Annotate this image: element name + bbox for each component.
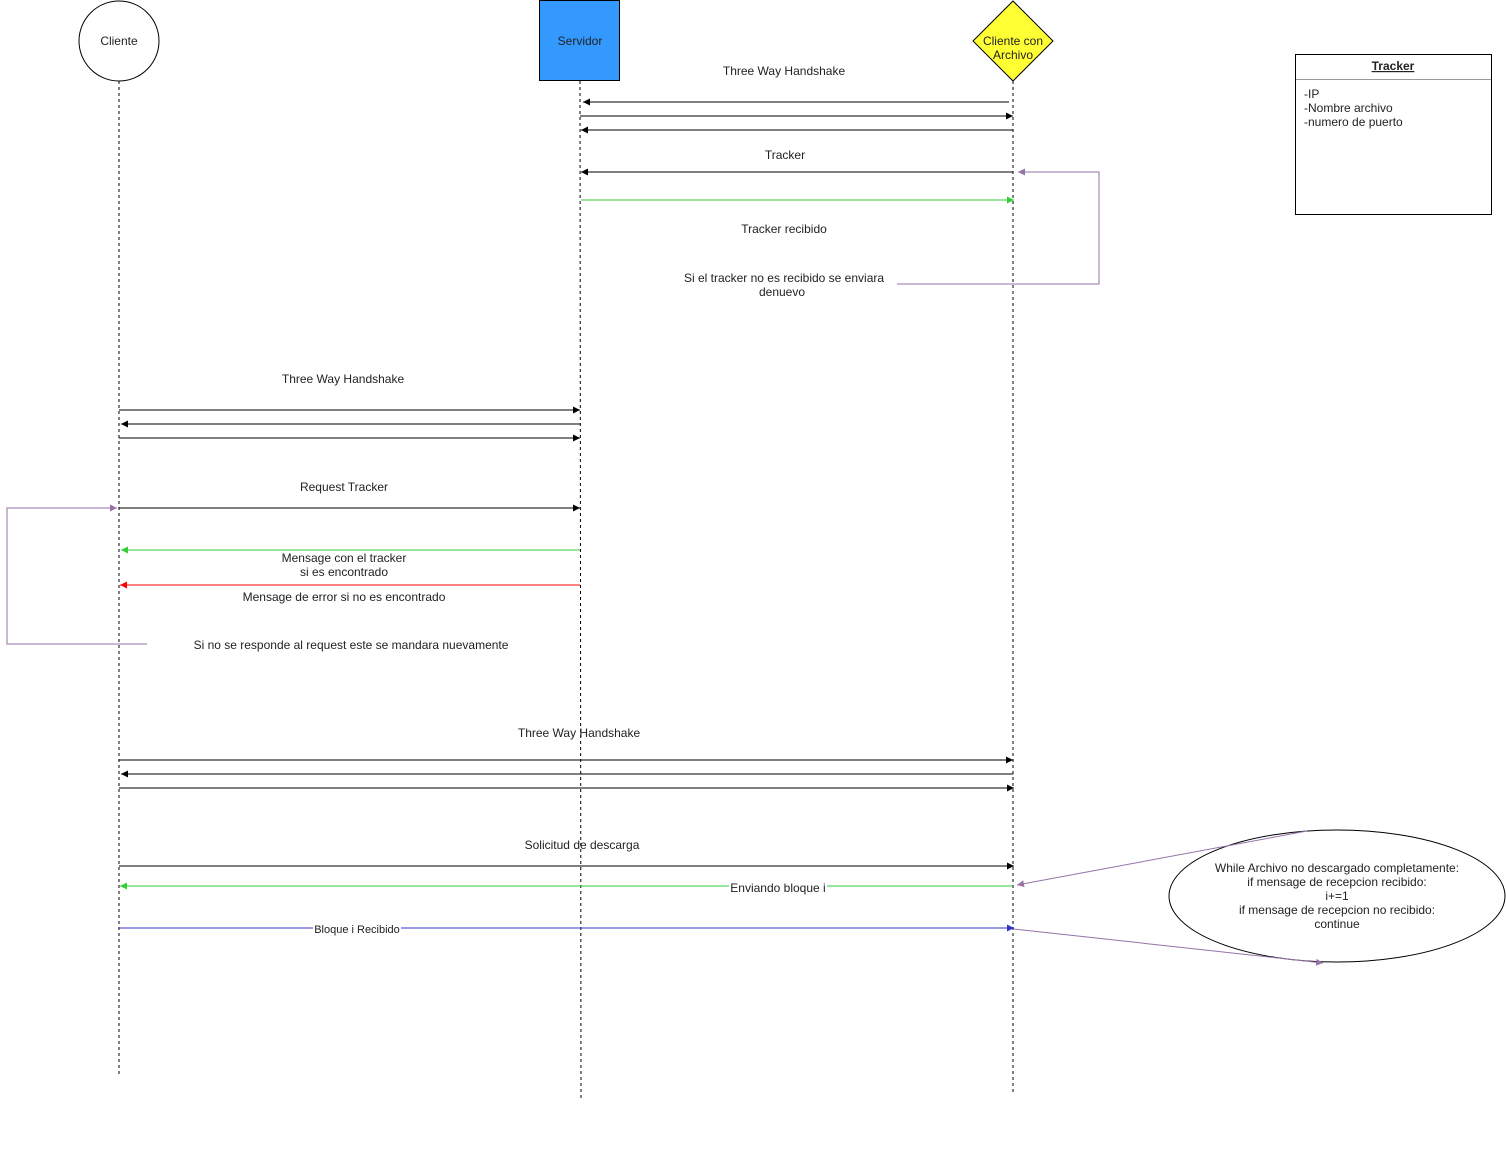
loop-note-line5: continue bbox=[1314, 917, 1360, 931]
label-tracker: Tracker bbox=[765, 148, 805, 162]
label-mensaje-error: Mensage de error si no es encontrado bbox=[243, 590, 446, 604]
label-bloque-recibido: Bloque i Recibido bbox=[314, 924, 400, 936]
actor-cliente-archivo-label-line1: Cliente con bbox=[983, 34, 1043, 48]
label-mensaje-tracker-line2: si es encontrado bbox=[300, 565, 388, 579]
connector-loop-to-enviando bbox=[1016, 830, 1308, 888]
loop-note-line3: i+=1 bbox=[1325, 889, 1349, 903]
tracker-field-nombre: -Nombre archivo bbox=[1304, 101, 1393, 115]
label-tracker-retry-line1: Si el tracker no es recibido se enviara bbox=[684, 271, 884, 285]
arrow-request-retry bbox=[6, 504, 147, 645]
actor-servidor-label: Servidor bbox=[558, 34, 603, 48]
tracker-field-puerto: -numero de puerto bbox=[1304, 115, 1403, 129]
label-request-retry: Si no se responde al request este se man… bbox=[194, 638, 509, 652]
actor-cliente-archivo[interactable]: Cliente con Archivo bbox=[972, 0, 1054, 82]
connector-bloque-to-loop bbox=[1013, 928, 1324, 966]
tracker-box-title: Tracker bbox=[1372, 59, 1415, 73]
tracker-box[interactable]: Tracker -IP -Nombre archivo -numero de p… bbox=[1295, 54, 1492, 215]
label-handshake-3: Three Way Handshake bbox=[518, 726, 641, 740]
label-enviando-bloque: Enviando bloque i bbox=[730, 881, 825, 895]
label-handshake-1: Three Way Handshake bbox=[723, 64, 846, 78]
tracker-field-ip: -IP bbox=[1304, 87, 1319, 101]
loop-note-line1: While Archivo no descargado completament… bbox=[1215, 861, 1459, 875]
arrow-tracker-retry bbox=[897, 168, 1100, 285]
lifeline-servidor bbox=[579, 80, 582, 1101]
actor-cliente[interactable]: Cliente bbox=[78, 0, 160, 82]
actor-cliente-archivo-label-line2: Archivo bbox=[993, 48, 1033, 62]
label-request-tracker: Request Tracker bbox=[300, 480, 388, 494]
label-solicitud: Solicitud de descarga bbox=[525, 838, 640, 852]
label-handshake-2: Three Way Handshake bbox=[282, 372, 405, 386]
label-tracker-recibido: Tracker recibido bbox=[741, 222, 827, 236]
actor-cliente-label: Cliente bbox=[100, 34, 138, 48]
loop-note-line4: if mensage de recepcion no recibido: bbox=[1239, 903, 1435, 917]
loop-note[interactable]: While Archivo no descargado completament… bbox=[1168, 829, 1506, 963]
label-tracker-retry-line2: denuevo bbox=[759, 285, 805, 299]
loop-note-line2: if mensage de recepcion recibido: bbox=[1247, 875, 1426, 889]
actor-servidor[interactable]: Servidor bbox=[539, 0, 620, 81]
label-mensaje-tracker-line1: Mensage con el tracker bbox=[282, 551, 407, 565]
